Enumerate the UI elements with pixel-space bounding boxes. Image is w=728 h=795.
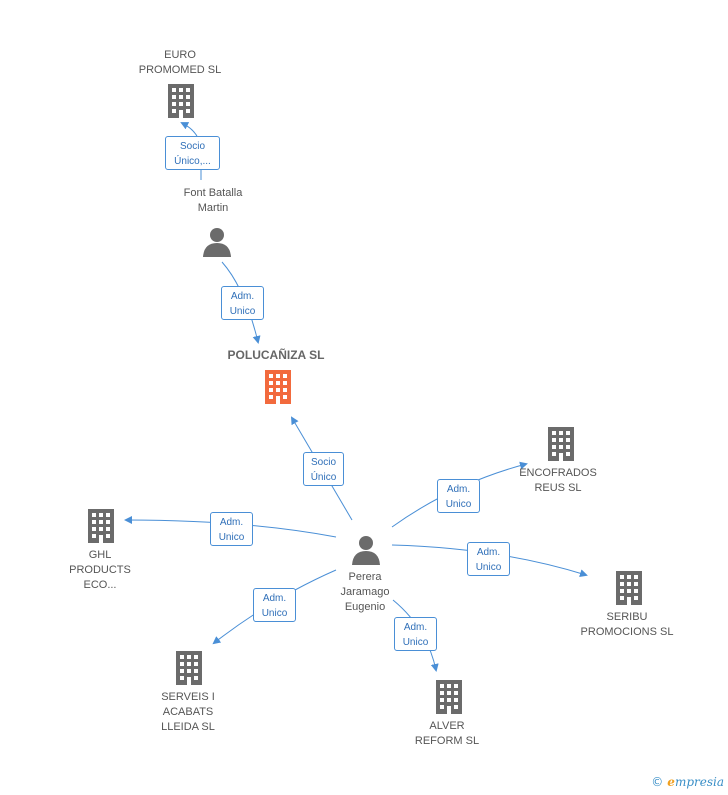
node-label-polucaniza[interactable]: POLUCAÑIZA SL bbox=[227, 348, 325, 362]
brand-initial: e bbox=[667, 775, 675, 789]
node-label-alver-reform[interactable]: ALVER REFORM SL bbox=[414, 720, 480, 747]
building-icon[interactable] bbox=[86, 509, 116, 543]
copyright-icon: © bbox=[651, 775, 664, 789]
node-label-ghl-products[interactable]: GHL PRODUCTS ECO... bbox=[69, 549, 131, 591]
edge-label-perera-polu[interactable]: Socio Único bbox=[303, 452, 344, 486]
building-icon[interactable] bbox=[166, 84, 196, 118]
brand-name: mpresia bbox=[674, 775, 724, 789]
edge-label-perera-serveis[interactable]: Adm. Unico bbox=[253, 588, 296, 622]
node-label-encofrados-reus[interactable]: ENCOFRADOS REUS SL bbox=[519, 467, 597, 494]
building-icon[interactable] bbox=[614, 571, 644, 605]
node-label-font-batalla-martin[interactable]: Font Batalla Martin bbox=[183, 187, 243, 214]
building-icon[interactable] bbox=[434, 680, 464, 714]
person-icon[interactable] bbox=[351, 535, 381, 565]
edge-label-font-euro[interactable]: Socio Único,... bbox=[165, 136, 220, 170]
edge-label-perera-seribu[interactable]: Adm. Unico bbox=[467, 542, 510, 576]
node-label-euro-promomed[interactable]: EURO PROMOMED SL bbox=[138, 49, 222, 76]
node-label-perera-jaramago-eugenio[interactable]: Perera Jaramago Eugenio bbox=[340, 571, 390, 613]
node-label-seribu-promocions[interactable]: SERIBU PROMOCIONS SL bbox=[580, 611, 674, 638]
edge-label-perera-encof[interactable]: Adm. Unico bbox=[437, 479, 480, 513]
building-icon[interactable] bbox=[546, 427, 576, 461]
brand-watermark: ©empresia bbox=[651, 775, 724, 789]
person-icon[interactable] bbox=[202, 227, 232, 257]
building-icon[interactable] bbox=[174, 651, 204, 685]
edge-label-perera-alver[interactable]: Adm. Unico bbox=[394, 617, 437, 651]
building-icon[interactable] bbox=[263, 370, 293, 404]
edge-label-perera-ghl[interactable]: Adm. Unico bbox=[210, 512, 253, 546]
edge-label-font-polu[interactable]: Adm. Unico bbox=[221, 286, 264, 320]
node-label-serveis-acabats[interactable]: SERVEIS I ACABATS LLEIDA SL bbox=[161, 691, 215, 733]
